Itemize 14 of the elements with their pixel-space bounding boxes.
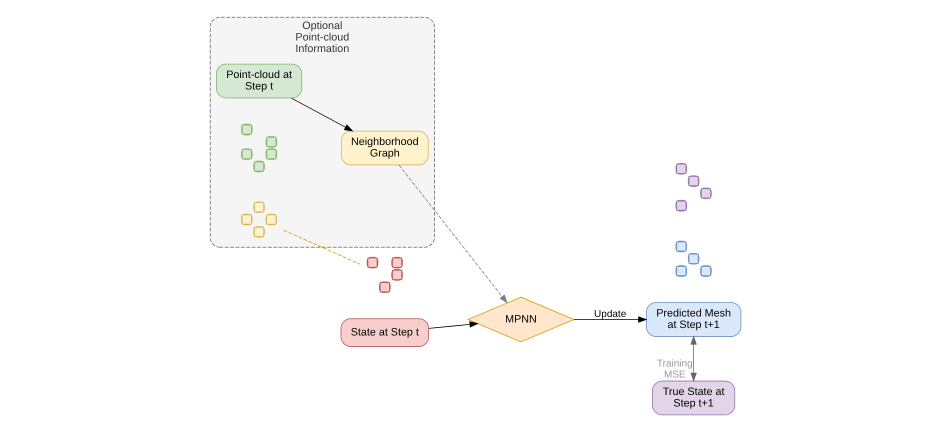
node-box: Point-cloud at Step t <box>216 64 302 98</box>
node-box: State at Step t <box>340 318 429 347</box>
node-box: True State at Step t+1 <box>652 380 735 416</box>
arrow <box>290 98 353 132</box>
connector <box>282 230 360 265</box>
node-box: Neighborhood Graph <box>340 130 428 166</box>
arrow <box>690 335 696 382</box>
arrow <box>428 321 478 329</box>
arrow <box>398 164 508 304</box>
node-box: Predicted Mesh at Step t+1 <box>645 302 741 337</box>
node-diamond: MPNN <box>466 296 575 342</box>
arrow <box>573 316 647 323</box>
edge-label: Training MSE <box>656 358 692 380</box>
edge-label: Update <box>594 308 626 320</box>
